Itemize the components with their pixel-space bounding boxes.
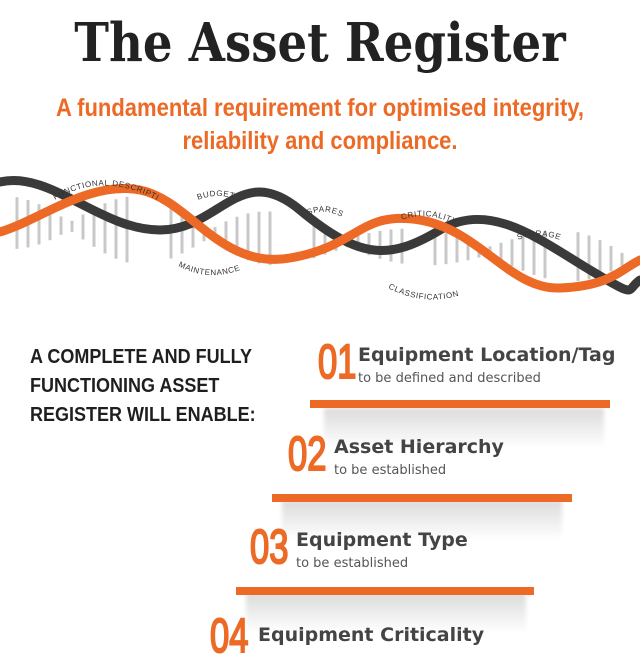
step-label: Equipment Location/Tag [358, 344, 616, 366]
step-number: 04 [209, 610, 249, 663]
step-description: to be established [296, 556, 409, 571]
dna-helix-graphic: FUNCTIONAL DESCRIPTION BUDGET MAINTENANC… [0, 170, 640, 302]
step-number: 03 [249, 521, 289, 574]
step-04: 04 Equipment Criticality [209, 611, 510, 663]
enable-heading: A COMPLETE AND FULLY FUNCTIONING ASSET R… [30, 343, 273, 430]
subtitle-line-2: reliability and compliance. [182, 127, 458, 155]
subtitle: A fundamental requirement for optimised … [38, 92, 601, 158]
step-label: Equipment Criticality [258, 624, 485, 646]
step-bar [272, 494, 572, 502]
step-shadow [246, 593, 526, 633]
step-01: 01 Equipment Location/Tag to be defined … [310, 336, 618, 448]
dna-label-maintenance: MAINTENANCE [177, 260, 241, 277]
step-bar [310, 400, 610, 408]
step-shadow [282, 500, 562, 540]
step-02: 02 Asset Hierarchy to be established [272, 428, 588, 540]
enable-heading-line-2: FUNCTIONING ASSET [30, 375, 220, 397]
step-description: to be defined and described [358, 371, 541, 386]
step-label: Asset Hierarchy [334, 436, 504, 458]
dna-strand-orange [0, 184, 640, 293]
dna-label-storage: STORAGE [516, 229, 563, 242]
dna-label-budget: BUDGET [196, 189, 236, 202]
step-bar [236, 587, 534, 595]
page-title: The Asset Register [74, 12, 566, 74]
step-03: 03 Equipment Type to be established [236, 521, 550, 633]
step-number: 02 [287, 428, 327, 481]
step-label: Equipment Type [296, 529, 468, 551]
dna-label-classification: CLASSIFICATION [387, 282, 460, 302]
subtitle-line-1: A fundamental requirement for optimised … [55, 94, 585, 122]
enable-heading-line-3: REGISTER WILL ENABLE: [30, 404, 256, 426]
step-number: 01 [317, 336, 357, 389]
dna-strand-dark [0, 175, 640, 295]
step-shadow [324, 408, 604, 448]
step-description: to be established [334, 463, 447, 478]
enable-heading-line-1: A COMPLETE AND FULLY [30, 346, 253, 368]
